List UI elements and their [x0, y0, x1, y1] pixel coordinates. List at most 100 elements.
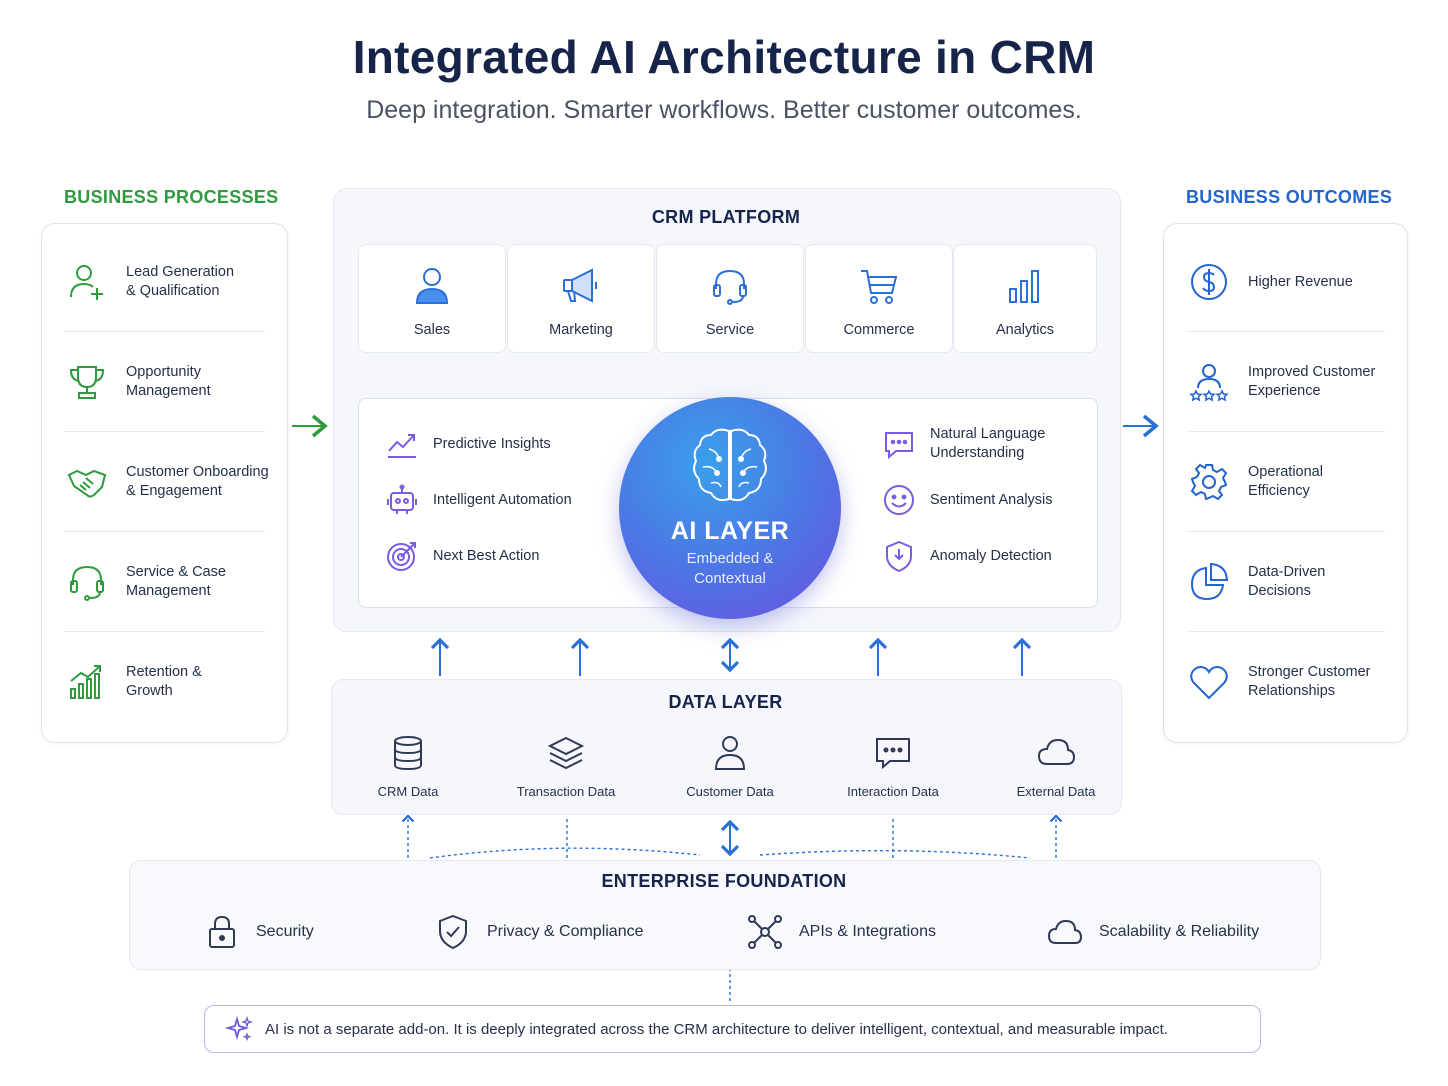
module-sales: Sales	[358, 244, 506, 353]
shield-check-icon	[439, 914, 467, 950]
ai-feature-nlu: Natural Language Understanding	[882, 425, 1045, 463]
outcome-label: Operational Efficiency	[1248, 464, 1323, 499]
headset-icon	[70, 565, 104, 601]
process-item-onboarding: Customer Onboarding & Engagement	[42, 432, 287, 532]
process-label: Customer Onboarding & Engagement	[126, 464, 269, 499]
foundation-label: Scalability & Reliability	[1099, 923, 1260, 940]
data-layer-heading: DATA LAYER	[668, 692, 783, 712]
database-icon	[394, 736, 422, 771]
data-layer-panel	[331, 679, 1122, 815]
page-title: Integrated AI Architecture in CRM	[352, 31, 1096, 83]
ai-feature-label: Intelligent Automation	[433, 491, 572, 508]
ai-feature-label: Predictive Insights	[433, 435, 551, 452]
user-stars-icon	[1189, 364, 1229, 402]
ai-feature-next-best-action: Next Best Action	[385, 539, 539, 573]
process-item-lead-generation: Lead Generation & Qualification	[42, 232, 287, 332]
growth-chart-icon	[70, 665, 101, 699]
dollar-icon	[1191, 264, 1227, 300]
foundation-label: Security	[256, 923, 314, 940]
module-label: Analytics	[995, 322, 1055, 338]
ai-layer-subtitle: Embedded & Contextual	[686, 550, 774, 587]
module-label: Commerce	[843, 322, 915, 338]
enterprise-foundation-heading: ENTERPRISE FOUNDATION	[601, 871, 847, 891]
ai-feature-predictive-insights: Predictive Insights	[385, 427, 551, 461]
ai-feature-label: Anomaly Detection	[930, 547, 1052, 564]
user-icon	[714, 736, 746, 770]
process-label: Lead Generation & Qualification	[126, 264, 235, 299]
module-label: Marketing	[549, 322, 613, 338]
process-label: Retention & Growth	[126, 664, 202, 699]
data-source-interaction: Interaction Data	[833, 734, 953, 799]
message-icon	[876, 738, 910, 770]
page-subtitle: Deep integration. Smarter workflows. Bet…	[366, 96, 1082, 124]
target-icon	[387, 542, 416, 571]
foundation-item-security: Security	[204, 914, 314, 950]
megaphone-icon	[563, 268, 597, 303]
process-label: Opportunity Management	[126, 364, 211, 399]
data-source-label: Customer Data	[686, 784, 774, 799]
module-commerce: Commerce	[805, 244, 953, 353]
layers-icon	[547, 736, 585, 770]
shield-alert-icon	[886, 540, 912, 573]
gear-icon	[1190, 463, 1228, 501]
ai-layer-title: AI LAYER	[670, 517, 790, 545]
enterprise-foundation-panel	[129, 860, 1321, 970]
module-label: Service	[705, 322, 755, 338]
data-source-customer: Customer Data	[670, 734, 790, 799]
foundation-item-apis: APIs & Integrations	[747, 914, 936, 950]
foundation-item-scalability: Scalability & Reliability	[1047, 914, 1259, 950]
heart-icon	[1190, 666, 1228, 700]
process-item-opportunity: Opportunity Management	[42, 332, 287, 432]
outcome-item-customer-relationships: Stronger Customer Relationships	[1164, 632, 1407, 732]
data-source-transaction: Transaction Data	[506, 734, 626, 799]
business-processes-heading: BUSINESS PROCESSES	[64, 187, 279, 207]
process-item-service-case: Service & Case Management	[42, 532, 287, 632]
ai-feature-label: Natural Language Understanding	[930, 426, 1046, 461]
footer-note: AI is not a separate add-on. It is deepl…	[204, 1005, 1261, 1053]
business-processes-panel: Lead Generation & Qualification Opportun…	[41, 223, 288, 743]
outcome-item-revenue: Higher Revenue	[1164, 232, 1407, 332]
outcome-item-data-driven-decisions: Data-Driven Decisions	[1164, 532, 1407, 632]
cloud-icon	[1047, 919, 1083, 944]
outcome-item-customer-experience: Improved Customer Experience	[1164, 332, 1407, 432]
data-source-crm: CRM Data	[358, 734, 458, 799]
business-outcomes-panel: Higher Revenue Improved Customer Experie…	[1163, 223, 1408, 743]
crm-platform-heading: CRM PLATFORM	[651, 207, 801, 227]
chat-bubble-icon	[885, 432, 913, 460]
user-plus-icon	[70, 265, 103, 300]
footer-note-text: AI is not a separate add-on. It is deepl…	[265, 1020, 1168, 1038]
brain-icon	[693, 428, 767, 502]
business-outcomes-heading: BUSINESS OUTCOMES	[1186, 187, 1393, 207]
ai-feature-sentiment-analysis: Sentiment Analysis	[882, 483, 1053, 517]
foundation-label: Privacy & Compliance	[487, 923, 644, 940]
outcome-item-operational-efficiency: Operational Efficiency	[1164, 432, 1407, 532]
trophy-icon	[69, 366, 105, 399]
cart-icon	[861, 270, 898, 304]
outcome-label: Improved Customer Experience	[1248, 364, 1376, 399]
outcome-label: Stronger Customer Relationships	[1248, 664, 1371, 699]
outcome-label: Data-Driven Decisions	[1248, 564, 1326, 599]
pie-chart-icon	[1190, 562, 1229, 601]
ai-feature-label: Sentiment Analysis	[930, 491, 1053, 508]
module-service: Service	[656, 244, 804, 353]
data-source-external: External Data	[1006, 734, 1106, 799]
data-source-label: Transaction Data	[516, 784, 616, 799]
module-analytics: Analytics	[953, 244, 1097, 353]
foundation-label: APIs & Integrations	[799, 923, 936, 940]
process-item-retention: Retention & Growth	[42, 632, 287, 732]
foundation-item-privacy: Privacy & Compliance	[435, 914, 644, 950]
trend-line-icon	[388, 434, 416, 458]
data-source-label: External Data	[1016, 784, 1096, 799]
outcome-label: Higher Revenue	[1248, 273, 1353, 290]
sparkle-icon	[224, 1015, 254, 1042]
robot-icon	[387, 484, 417, 514]
ai-feature-intelligent-automation: Intelligent Automation	[385, 483, 572, 517]
ai-feature-label: Next Best Action	[433, 547, 540, 564]
user-icon	[415, 268, 449, 304]
ai-feature-anomaly-detection: Anomaly Detection	[882, 539, 1052, 573]
cloud-icon	[1037, 738, 1076, 765]
network-icon	[748, 915, 782, 949]
headset-icon	[713, 269, 747, 305]
bar-chart-icon	[1009, 270, 1039, 303]
